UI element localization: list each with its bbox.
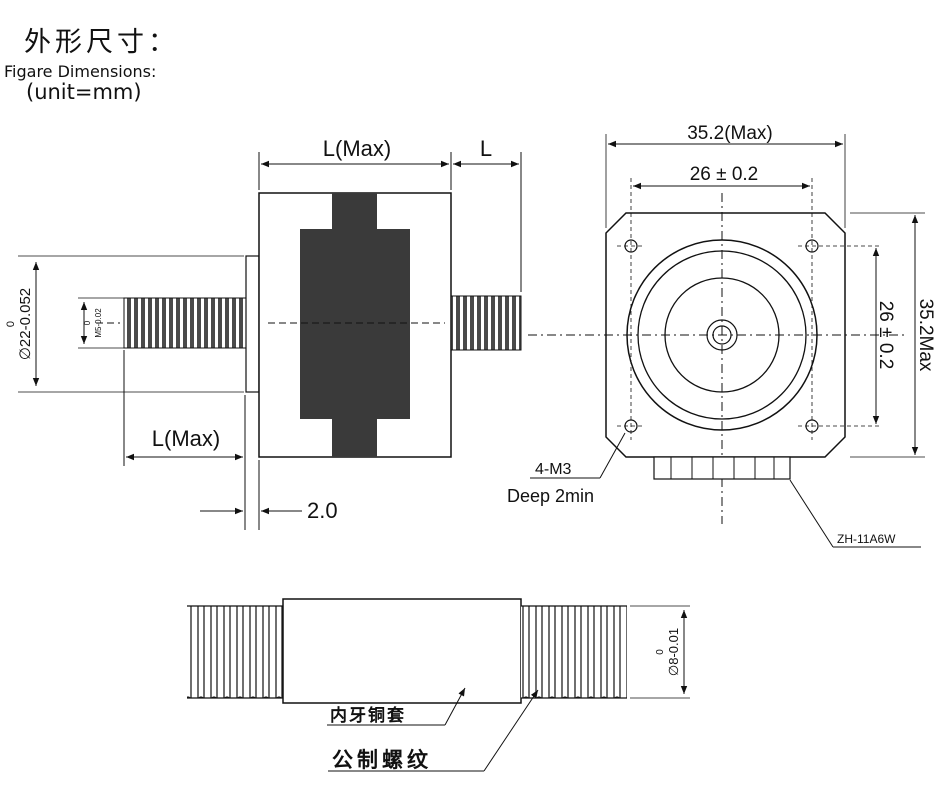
leadscrew-dia-tol: 0 [655, 649, 666, 655]
hole-spacing-right-label: 26 ± 0.2 [875, 301, 896, 370]
copper-nut-sleeve [282, 598, 522, 704]
hole-spacing-top-label: 26 ± 0.2 [690, 164, 759, 185]
thread-dia-label: M5-0.02 [94, 308, 103, 338]
connector-label: ZH-11A6W [837, 532, 896, 546]
left-shaft-length-label: L(Max) [152, 426, 220, 451]
leadscrew-detail: 0 ∅8-0.01 内牙铜套 公制螺纹 [187, 598, 690, 772]
shaft-length-label: L [480, 136, 492, 161]
side-view: L(Max) L L(Max) 2.0 0 ∅22-0.052 0 M5-0.0… [5, 136, 522, 530]
outer-dia-label: ∅22-0.052 [17, 288, 34, 360]
left-thread-shaft [123, 297, 247, 349]
flange-thickness-label: 2.0 [307, 498, 338, 523]
height-max-label: 35.2Max [915, 299, 936, 372]
unit-label: (unit=mm) [26, 80, 142, 104]
hole-depth-label: Deep 2min [507, 486, 594, 506]
hole-spec-label: 4-M3 [535, 461, 572, 478]
connector-housing [653, 456, 791, 480]
width-max-label: 35.2(Max) [687, 123, 773, 144]
front-view: 35.2(Max) 26 ± 0.2 35.2Max 26 ± 0.2 4-M3… [507, 123, 936, 548]
rotor-block [300, 193, 410, 457]
thread-label: 公制螺纹 [332, 748, 432, 772]
leadscrew-dia-label: ∅8-0.01 [666, 628, 681, 676]
flange-plate [245, 255, 260, 393]
nut-label: 内牙铜套 [330, 705, 406, 726]
leadscrew-right-thread [521, 606, 627, 698]
body-length-label: L(Max) [323, 136, 391, 161]
thread-dia-tol: 0 [83, 320, 92, 325]
right-thread-shaft [450, 295, 522, 351]
title-english: Figare Dimensions: [4, 62, 157, 81]
leadscrew-left-thread [187, 606, 283, 698]
outer-dia-tol: 0 [5, 321, 17, 327]
title-chinese: 外形尺寸： [24, 27, 179, 58]
